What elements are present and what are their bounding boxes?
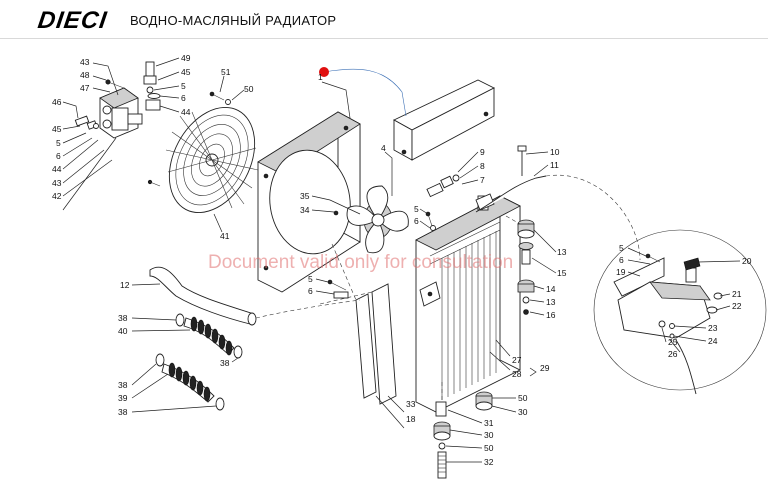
seal-strips: [319, 243, 405, 429]
callout-50-top: 50: [244, 84, 254, 94]
callout-1: 1: [318, 72, 323, 82]
callout-14: 14: [546, 284, 556, 294]
callout-6-mid: 6: [414, 216, 419, 226]
right-mounts: [505, 215, 557, 316]
header-divider: [0, 38, 768, 39]
bottom-mounts: [433, 382, 517, 479]
mounting-bracket: [319, 67, 495, 161]
callout-5-tank: 5: [619, 243, 624, 253]
callout-49: 49: [181, 53, 191, 63]
fan-guard-screw: [209, 75, 245, 105]
callout-27: 27: [512, 355, 522, 365]
callout-31: 31: [484, 418, 494, 428]
callout-5-mid: 5: [414, 204, 419, 214]
callout-47: 47: [80, 83, 90, 93]
callout-13: 13: [557, 247, 567, 257]
callout-21: 21: [732, 289, 742, 299]
highlight-marker: [319, 67, 329, 77]
callout-13-lower: 13: [546, 297, 556, 307]
callout-46: 46: [52, 97, 62, 107]
dieci-logo: DIECI: [36, 7, 109, 34]
callout-23: 23: [708, 323, 718, 333]
callout-51: 51: [221, 67, 231, 77]
callout-5: 5: [56, 138, 61, 148]
callout-30-right: 30: [518, 407, 528, 417]
callout-43: 43: [80, 57, 90, 67]
expansion-tank-detail: [593, 229, 767, 395]
exploded-parts-diagram: Document valid only for consultation 1 4…: [52, 53, 767, 479]
callout-38-b: 38: [220, 358, 230, 368]
callout-19: 19: [616, 267, 626, 277]
corrugated-hose-upper: [131, 313, 243, 363]
callout-30-bottom: 30: [484, 430, 494, 440]
callout-45-top: 45: [181, 67, 191, 77]
callout-29: 29: [540, 363, 550, 373]
callout-39: 39: [118, 393, 128, 403]
callout-labels: 1 4 43 48 47 46 45 5 6 44 43 42 49 45 5 …: [52, 53, 752, 467]
callout-11: 11: [550, 160, 559, 170]
adapter-fitting: [419, 151, 479, 231]
callout-42: 42: [52, 191, 62, 201]
callout-9: 9: [480, 147, 485, 157]
callout-32: 32: [484, 457, 494, 467]
fitting-stack: [143, 57, 180, 113]
mid-screws: [315, 278, 349, 299]
callout-7: 7: [480, 175, 485, 185]
corrugated-hose-lower: [131, 353, 225, 413]
callout-38-d: 38: [118, 407, 128, 417]
callout-50-right: 50: [518, 393, 528, 403]
top-bolt-and-hose: [475, 145, 641, 261]
callout-22: 22: [732, 301, 742, 311]
callout-41: 41: [220, 231, 230, 241]
callout-18: 18: [406, 414, 416, 424]
radiator-fins: [441, 231, 497, 400]
callout-6-top: 6: [181, 93, 186, 103]
callout-44: 44: [52, 164, 62, 174]
callout-16: 16: [546, 310, 556, 320]
callout-5-left: 5: [308, 274, 313, 284]
callout-38-a: 38: [118, 313, 128, 323]
callout-6-left: 6: [308, 286, 313, 296]
callout-38-c: 38: [118, 380, 128, 390]
fan-wheel: [311, 151, 409, 254]
callout-6-tank: 6: [619, 255, 624, 265]
callout-33: 33: [406, 399, 416, 409]
callout-26: 26: [668, 349, 678, 359]
page-title: ВОДНО-МАСЛЯНЫЙ РАДИАТОР: [130, 13, 337, 28]
callout-20: 20: [742, 256, 752, 266]
callout-35: 35: [300, 191, 310, 201]
callout-28: 28: [512, 369, 522, 379]
callout-12: 12: [120, 280, 130, 290]
callout-45: 45: [52, 124, 62, 134]
callout-48: 48: [80, 70, 90, 80]
callout-4: 4: [381, 143, 386, 153]
fan-shroud: [257, 81, 361, 293]
callout-15: 15: [557, 268, 567, 278]
callout-50-bottom: 50: [484, 443, 494, 453]
callout-44-top: 44: [181, 107, 191, 117]
callout-40: 40: [118, 326, 128, 336]
callout-8: 8: [480, 161, 485, 171]
header: DIECI ВОДНО-МАСЛЯНЫЙ РАДИАТОР: [0, 0, 768, 40]
callout-24: 24: [708, 336, 718, 346]
watermark-text: Document valid only for consultation: [208, 252, 513, 273]
upper-hose: [131, 266, 361, 326]
callout-25: 25: [668, 337, 678, 347]
radiator-core: [415, 193, 537, 413]
callout-43-lower: 43: [52, 178, 62, 188]
callout-6: 6: [56, 151, 61, 161]
pump-assembly: [62, 62, 143, 211]
callout-10: 10: [550, 147, 560, 157]
callout-5-top: 5: [181, 81, 186, 91]
callout-34: 34: [300, 205, 310, 215]
fan-guard: [147, 106, 259, 233]
